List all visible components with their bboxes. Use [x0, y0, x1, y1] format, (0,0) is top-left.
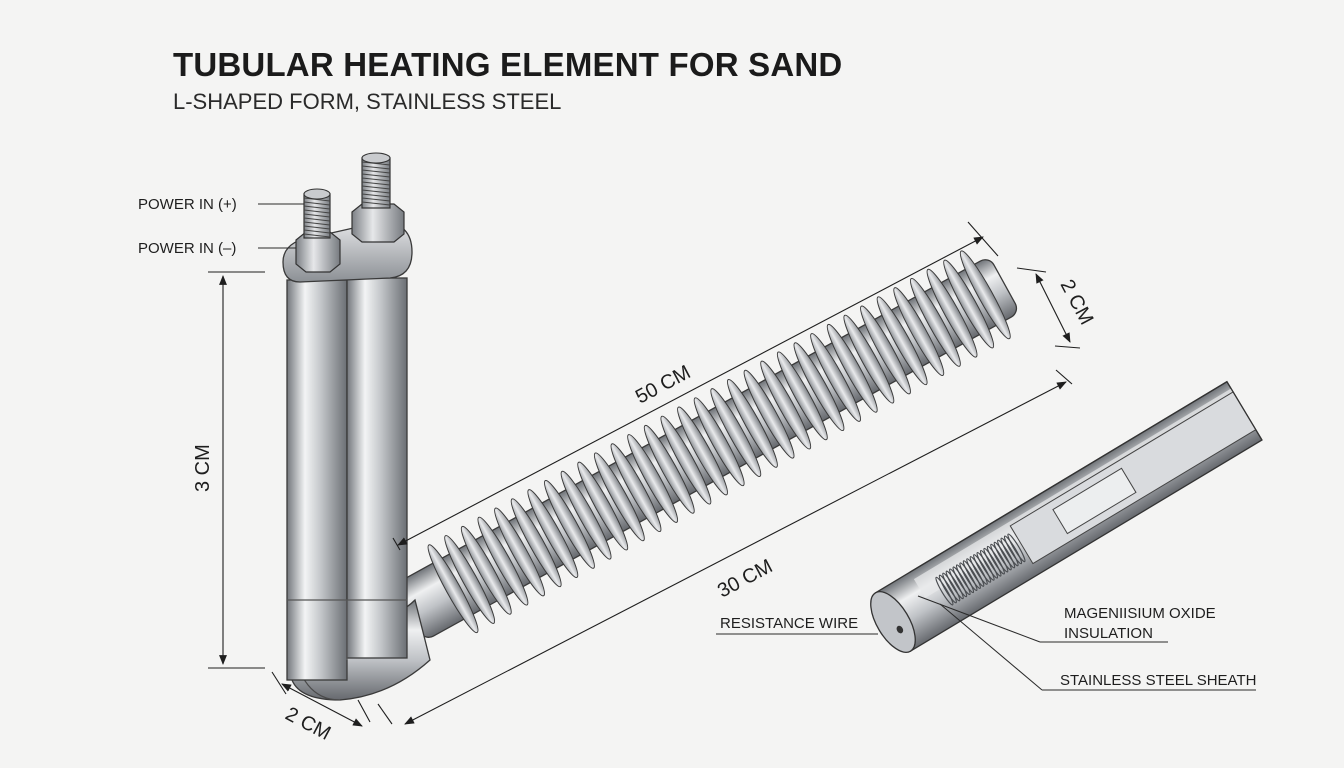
- vertical-tubes: [282, 221, 413, 681]
- dim-bottom-diameter: 2 CM: [282, 703, 335, 745]
- sheath-label: STAINLESS STEEL SHEATH: [1060, 672, 1256, 689]
- diagram-title: TUBULAR HEATING ELEMENT FOR SAND: [173, 46, 843, 83]
- insulation-label-line1: MAGENIISIUM OXIDE: [1064, 605, 1216, 622]
- leader-lines: [258, 203, 1256, 691]
- resistance-wire-label: RESISTANCE WIRE: [720, 615, 858, 632]
- diagram-subtitle: L-SHAPED FORM, STAINLESS STEEL: [173, 89, 562, 114]
- insulation-label-line2: INSULATION: [1064, 625, 1153, 642]
- power-in-negative-label: POWER IN (–): [138, 240, 236, 257]
- power-in-positive-label: POWER IN (+): [138, 196, 237, 213]
- dim-finned-length: 30 CM: [714, 555, 776, 602]
- dim-vertical-length: 3 CM: [192, 444, 214, 492]
- terminal-negative: [351, 152, 405, 243]
- dim-overall-length: 50 CM: [632, 361, 694, 408]
- terminal-positive: [295, 188, 341, 273]
- dim-fin-diameter: 2 CM: [1056, 276, 1098, 329]
- dimension-lines: [208, 221, 1081, 727]
